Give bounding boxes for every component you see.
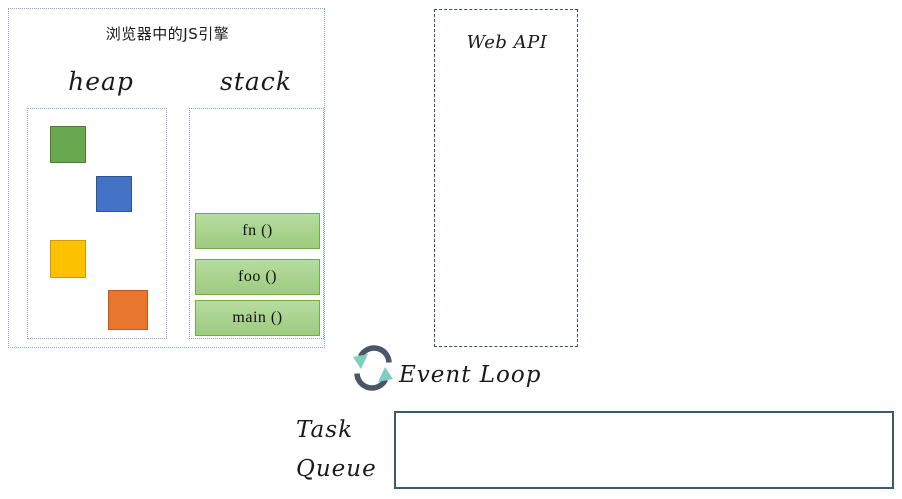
stack-frame: fn () bbox=[195, 213, 320, 249]
heap-label: heap bbox=[68, 67, 134, 96]
task-queue-label-line1: Task bbox=[296, 417, 354, 443]
web-api-label: Web API bbox=[466, 32, 548, 53]
heap-box bbox=[27, 108, 167, 339]
js-engine-title: 浏览器中的JS引擎 bbox=[105, 25, 230, 43]
task-queue-label: Task Queue bbox=[296, 411, 388, 489]
task-queue-box bbox=[394, 411, 894, 489]
event-loop-group: Event Loop bbox=[349, 345, 541, 391]
heap-object-orange bbox=[108, 290, 148, 330]
js-engine-container: 浏览器中的JS引擎 heap stack fn () foo () main () bbox=[8, 8, 325, 348]
heap-object-blue bbox=[96, 176, 132, 212]
task-queue-label-line2: Queue bbox=[296, 456, 377, 482]
heap-object-yellow bbox=[50, 240, 86, 278]
stack-frame: main () bbox=[195, 300, 320, 336]
refresh-loop-icon bbox=[349, 345, 397, 391]
event-loop-label: Event Loop bbox=[399, 362, 542, 388]
web-api-box: Web API bbox=[434, 9, 578, 347]
stack-label: stack bbox=[220, 67, 292, 96]
heap-object-green bbox=[50, 126, 86, 163]
stack-box: fn () foo () main () bbox=[189, 108, 324, 339]
stack-frame: foo () bbox=[195, 259, 320, 295]
